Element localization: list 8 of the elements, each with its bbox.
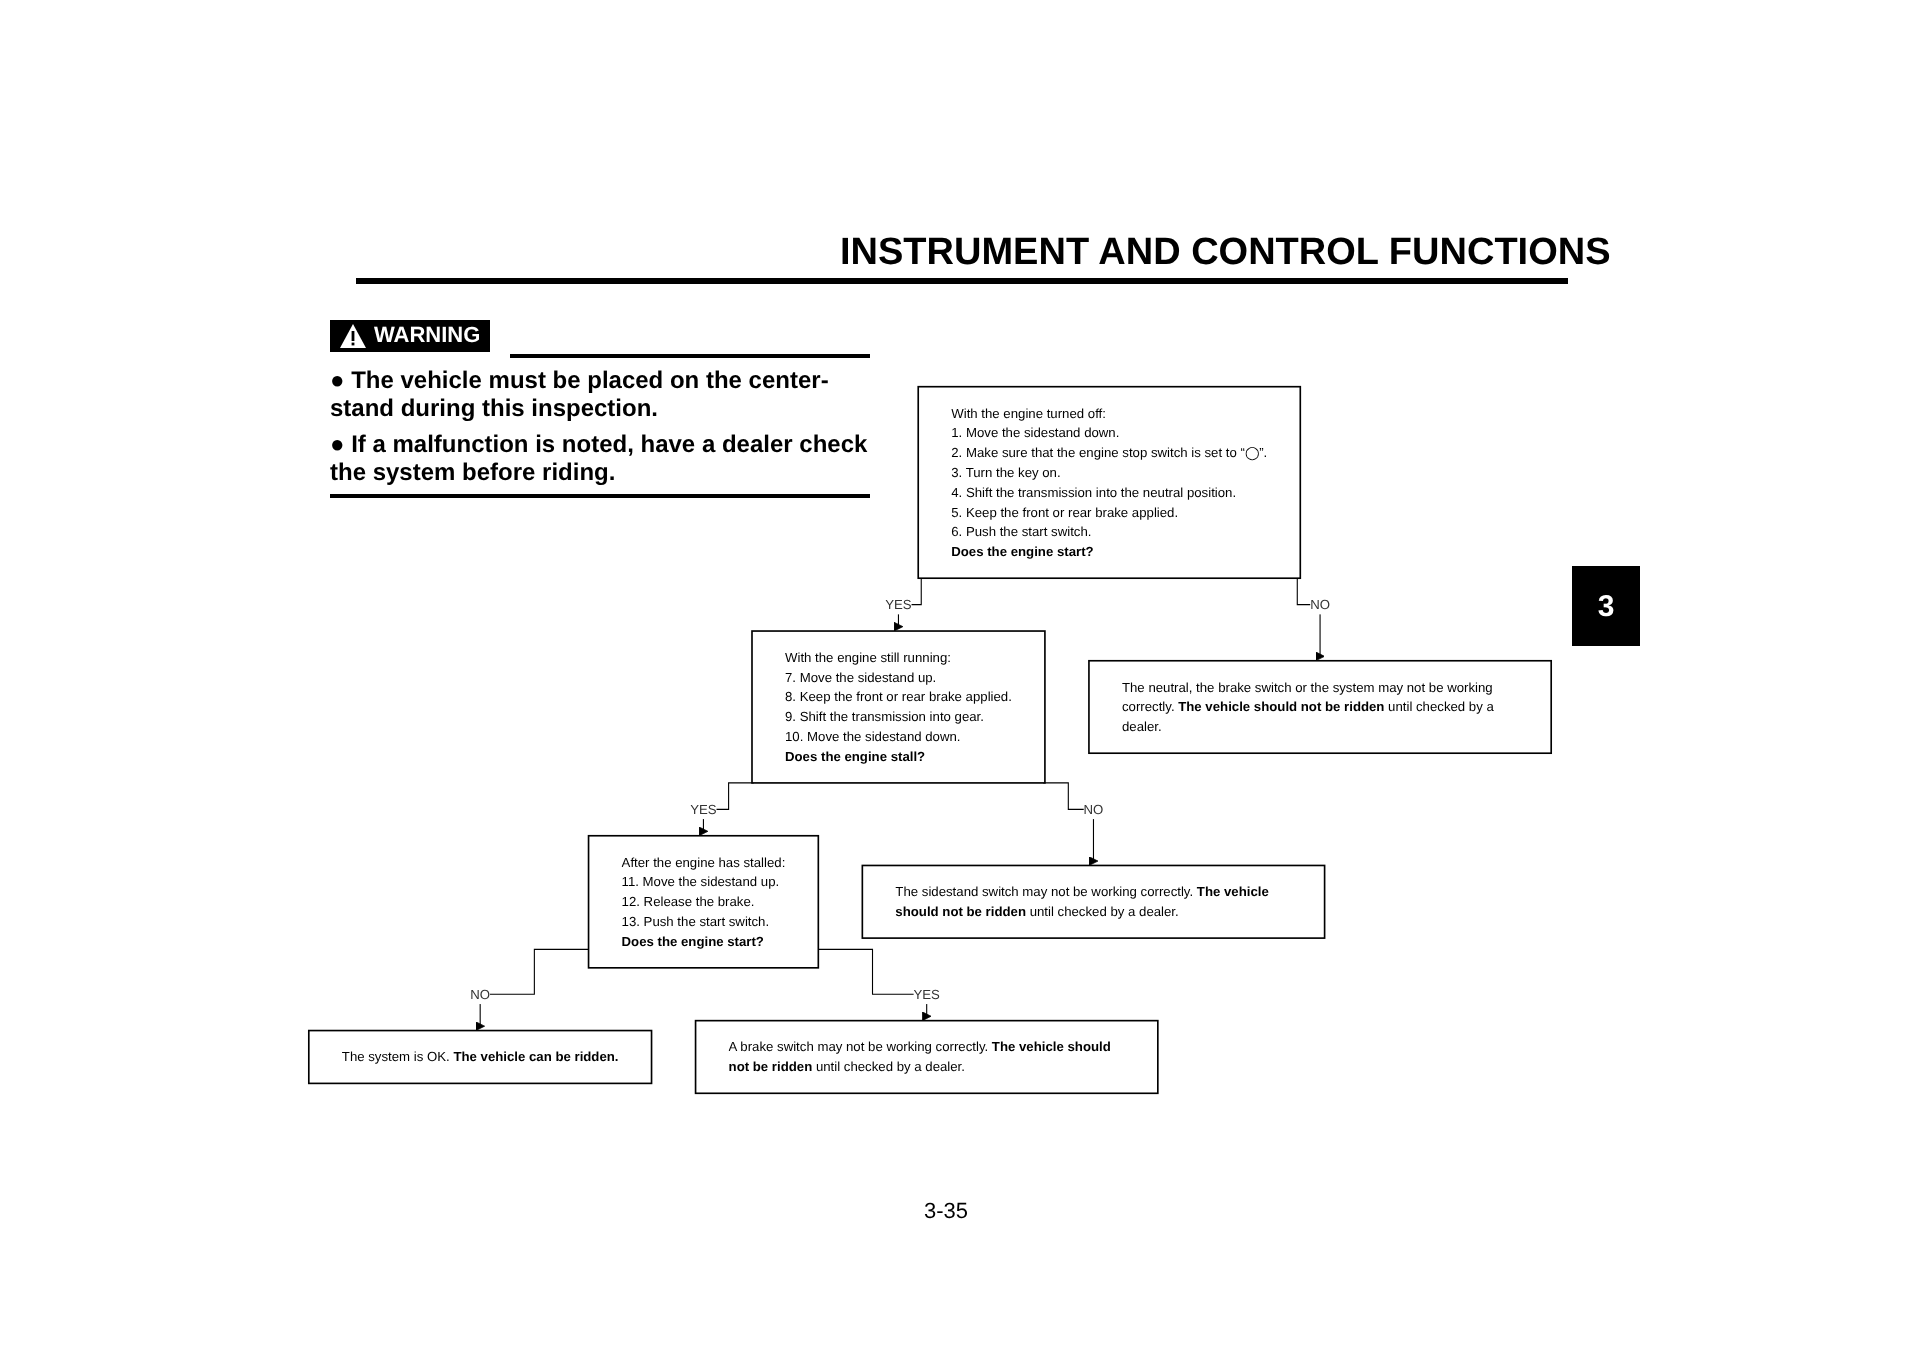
warning-badge: WARNING — [330, 320, 491, 352]
chapter-tab: 3 — [1572, 566, 1640, 646]
page-number: 3-35 — [924, 1200, 969, 1224]
warning-text: ● If a malfunction is noted, have a dealer check the system before riding. — [330, 430, 870, 486]
warning-text: ● The vehicle must be placed on the center-stand during this inspection. — [330, 366, 831, 422]
page-title: INSTRUMENT AND CONTROL FUNCTIONS — [840, 232, 1611, 276]
arrow — [475, 948, 590, 1031]
arrow — [817, 948, 932, 1022]
